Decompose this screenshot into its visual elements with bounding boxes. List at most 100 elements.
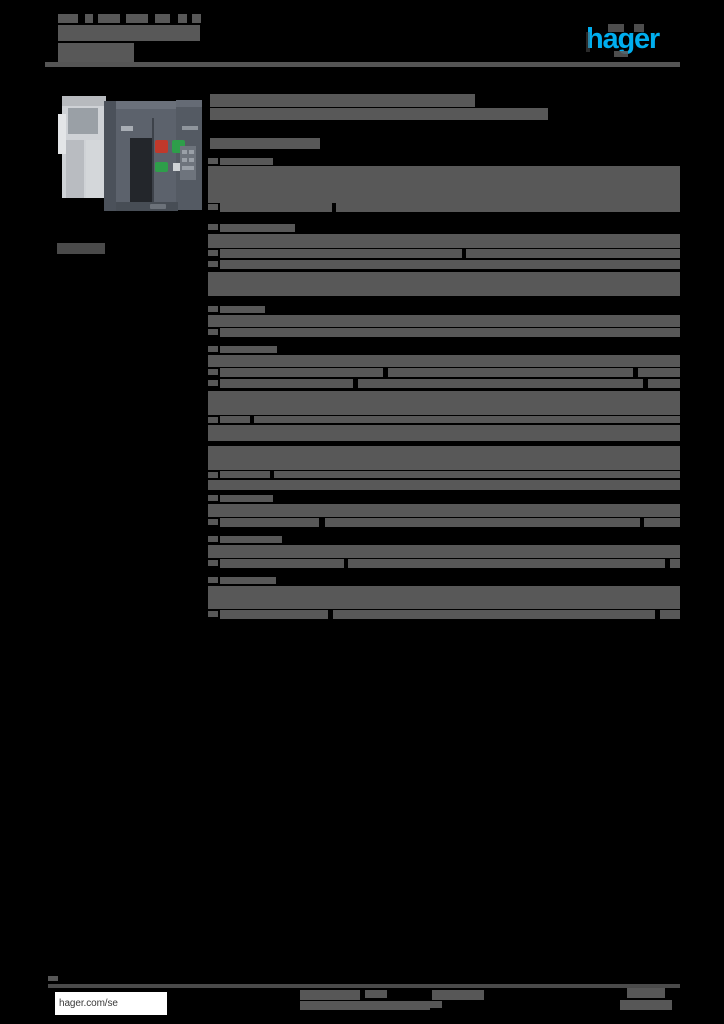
redaction-block <box>208 611 218 617</box>
redaction-block <box>155 14 170 23</box>
redaction-block <box>388 368 633 377</box>
redaction-block <box>208 306 218 312</box>
redaction-block <box>208 329 218 335</box>
redaction-block <box>220 379 353 388</box>
redaction-block <box>220 536 282 543</box>
redaction-block <box>432 990 484 1000</box>
redaction-block <box>627 988 665 998</box>
redaction-block <box>208 480 680 490</box>
redaction-block <box>208 272 680 296</box>
redaction-block <box>208 417 218 423</box>
redaction-block <box>220 249 462 258</box>
redaction-block <box>670 559 680 568</box>
redaction-block <box>220 471 270 478</box>
header-divider <box>45 62 680 67</box>
footer-divider <box>48 984 680 988</box>
redaction-block <box>208 545 680 558</box>
redaction-block <box>208 315 680 327</box>
redaction-block <box>220 416 250 423</box>
table-row <box>208 158 680 216</box>
footer-url-text: hager.com/se <box>59 998 118 1009</box>
redaction-block <box>220 260 680 269</box>
redaction-block <box>208 577 218 583</box>
redaction-block <box>220 518 319 527</box>
redaction-block <box>638 368 680 377</box>
redaction-block <box>58 14 78 23</box>
redaction-block <box>644 518 680 527</box>
redaction-block <box>336 203 680 212</box>
redaction-block <box>620 1000 672 1010</box>
indicator-red <box>155 140 168 153</box>
redaction-block <box>48 976 58 981</box>
redaction-block <box>208 346 218 352</box>
redaction-block <box>220 306 265 313</box>
redaction-block <box>208 495 218 501</box>
redaction-block <box>220 224 295 232</box>
redaction-block <box>325 518 640 527</box>
table-row <box>208 577 680 621</box>
table-row <box>208 495 680 529</box>
redaction-block <box>208 380 218 386</box>
redaction-block <box>98 14 120 23</box>
redaction-block <box>126 14 148 23</box>
redaction-block <box>208 261 218 267</box>
redaction-block <box>208 158 218 164</box>
redaction-block <box>208 504 680 517</box>
hager-logo-text: hager <box>586 23 660 55</box>
redaction-block <box>208 472 218 478</box>
redaction-block <box>208 446 680 470</box>
redaction-block <box>348 559 665 568</box>
redaction-block <box>220 203 332 212</box>
product-caption-redacted <box>57 243 105 254</box>
redaction-block <box>430 1001 442 1008</box>
redaction-block <box>274 471 680 478</box>
redaction-block <box>208 369 218 375</box>
redaction-block <box>358 379 643 388</box>
redaction-block <box>210 138 320 149</box>
redaction-block <box>466 249 680 258</box>
redaction-block <box>300 990 360 1000</box>
redaction-block <box>208 425 680 441</box>
redaction-block <box>208 586 680 609</box>
redaction-block <box>192 14 201 23</box>
redaction-block <box>648 379 680 388</box>
redaction-block <box>208 519 218 525</box>
product-image <box>58 88 205 218</box>
footer-url[interactable]: hager.com/se <box>55 992 167 1015</box>
table-row <box>208 346 680 441</box>
redaction-block <box>220 158 273 165</box>
redaction-block <box>208 536 218 542</box>
redaction-block <box>254 416 680 423</box>
table-row <box>208 224 680 296</box>
redaction-block <box>58 43 134 63</box>
redaction-block <box>220 346 277 353</box>
redaction-block <box>178 14 187 23</box>
redaction-block <box>208 224 218 230</box>
redaction-block <box>220 368 383 377</box>
redaction-block <box>220 328 680 337</box>
redaction-block <box>208 166 680 203</box>
hager-logo: hager <box>586 23 682 57</box>
table-row <box>208 446 680 490</box>
redaction-block <box>660 610 680 619</box>
redaction-block <box>208 204 218 210</box>
table-row <box>208 306 680 338</box>
redaction-block <box>210 94 475 107</box>
redaction-block <box>58 25 200 41</box>
redaction-block <box>220 610 328 619</box>
redaction-block <box>220 495 273 502</box>
redaction-block <box>208 250 218 256</box>
redaction-block <box>208 560 218 566</box>
redaction-block <box>208 391 680 415</box>
indicator-green-bottom <box>155 162 168 172</box>
redaction-block <box>220 559 344 568</box>
table-row <box>208 536 680 570</box>
redaction-block <box>85 14 93 23</box>
redaction-block <box>365 990 387 998</box>
redaction-block <box>208 234 680 248</box>
redaction-block <box>210 108 548 120</box>
redaction-block <box>208 355 680 367</box>
redaction-block <box>300 1001 430 1010</box>
redaction-block <box>333 610 655 619</box>
